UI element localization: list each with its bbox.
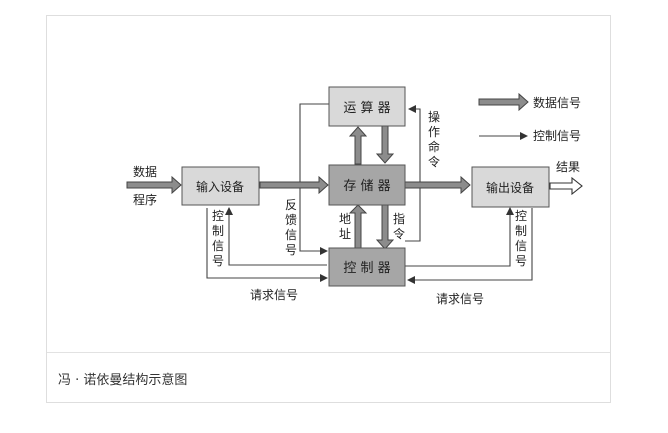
ctrl-right-char: 制	[515, 224, 527, 238]
request-from-output-line	[407, 208, 533, 284]
op-cmd-label: 操 作 命 令	[428, 109, 440, 169]
address-arrow	[348, 204, 368, 251]
op-cmd-char: 令	[428, 154, 440, 169]
request-right-label: 请求信号	[436, 292, 484, 306]
boxes	[181, 86, 550, 287]
ctrl-right-char: 号	[515, 254, 527, 268]
ctrl-to-output-line	[405, 207, 514, 267]
legend-data-label: 数据信号	[533, 95, 581, 110]
instruction-arrow	[375, 204, 395, 250]
output-device-label: 输出设备	[486, 180, 534, 195]
feedback-char: 信	[285, 228, 297, 242]
input-device-box	[181, 166, 260, 206]
op-cmd-char: 命	[428, 139, 440, 154]
ctrl-right-char: 信	[515, 239, 527, 253]
instruction-char: 指	[393, 211, 405, 226]
input-device-label: 输入设备	[196, 179, 244, 194]
memory-to-alu-arrow	[348, 126, 368, 165]
input-to-memory-arrow	[259, 175, 329, 195]
diagram-area: 运 算 器 输入设备 存 储 器 输出设备 控 制 器 数据 程序 结果 操 作…	[47, 16, 610, 352]
instruction-label: 指 令	[393, 211, 405, 241]
alu-box	[328, 86, 406, 127]
op-cmd-char: 作	[428, 125, 440, 139]
op-cmd-char: 操	[428, 109, 440, 124]
data-arrows	[126, 92, 529, 251]
alu-label: 运 算 器	[343, 101, 390, 116]
memory-box	[328, 164, 406, 206]
feedback-char: 反	[285, 198, 297, 212]
ctrl-right-label: 控 制 信 号	[515, 209, 527, 268]
ctrl-right-char: 控	[515, 209, 527, 223]
controller-box	[328, 247, 406, 287]
ctrl-to-input-line	[225, 207, 327, 266]
ctrl-left-char: 控	[212, 209, 224, 223]
feedback-label: 反 馈 信 号	[285, 198, 297, 257]
alu-to-memory-arrow	[375, 125, 395, 164]
controller-label: 控 制 器	[343, 261, 390, 276]
address-char: 地	[339, 212, 351, 226]
request-left-label: 请求信号	[250, 288, 298, 302]
data-in-arrow	[126, 175, 182, 195]
feedback-char: 馈	[285, 213, 297, 227]
memory-to-output-arrow	[404, 175, 471, 195]
figure-card: 运 算 器 输入设备 存 储 器 输出设备 控 制 器 数据 程序 结果 操 作…	[46, 15, 611, 403]
result-arrow	[549, 176, 583, 196]
address-char: 址	[339, 227, 351, 241]
legend-control-label: 控制信号	[533, 129, 581, 143]
ctrl-left-label: 控 制 信 号	[212, 209, 224, 268]
feedback-char: 号	[285, 243, 297, 257]
output-device-box	[471, 166, 550, 208]
data-program-label-1: 数据	[133, 164, 157, 179]
address-label: 地 址	[339, 212, 351, 241]
feedback-line	[299, 103, 329, 255]
ctrl-left-char: 号	[212, 254, 224, 268]
ctrl-left-char: 制	[212, 224, 224, 238]
legend-data-arrow	[478, 92, 529, 112]
von-neumann-diagram: 运 算 器 输入设备 存 储 器 输出设备 控 制 器 数据 程序 结果 操 作…	[126, 86, 583, 306]
request-from-input-line	[206, 208, 328, 282]
data-program-label-2: 程序	[133, 192, 157, 207]
ctrl-to-alu-line	[405, 105, 421, 242]
ctrl-left-char: 信	[212, 239, 224, 253]
control-lines	[206, 103, 583, 284]
memory-label: 存 储 器	[343, 179, 390, 194]
instruction-char: 令	[393, 226, 405, 241]
caption-bar: 冯 · 诺依曼结构示意图	[47, 352, 610, 402]
figure-caption: 冯 · 诺依曼结构示意图	[58, 373, 188, 388]
result-label: 结果	[556, 160, 580, 174]
